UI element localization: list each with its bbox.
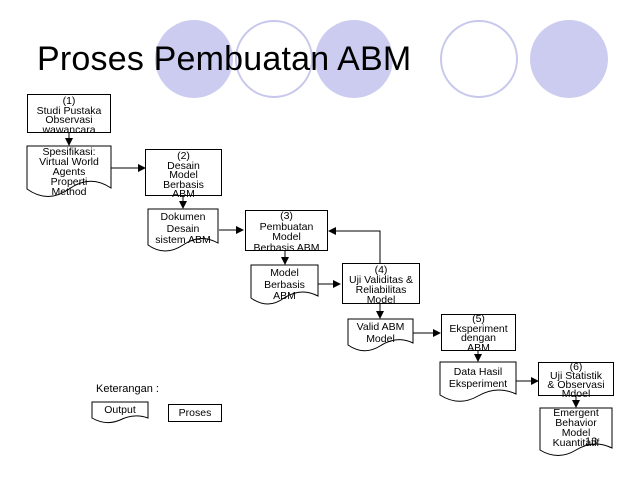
node-emergent-behavior: Emergent Behavior Model Kuantitatif [552,407,600,449]
node-uji-statistik: (6) Uji Statistik & Observasi Mdoel [538,362,614,399]
doc-shape-data [439,361,517,402]
node-valid-abm: Valid ABM Model [356,321,405,345]
doc-shape-valid [347,318,414,352]
doc-shape-spec [26,145,112,197]
decor-circle-5 [530,20,608,98]
legend-process-box: Proses [168,404,222,422]
decor-circle-2 [235,20,313,98]
node-spesifikasi: Spesifikasi: Virtual World Agents Proper… [39,146,99,198]
legend-heading: Keterangan : [96,383,159,395]
legend-output-shape [91,401,149,424]
node-dokumen-desain: Dokumen Desain sistem ABM [155,211,211,246]
node-studi-pustaka: (1) Studi Pustaka Observasi wawancara [27,94,111,135]
decor-circle-1 [155,20,233,98]
doc-shape-model [250,264,319,305]
doc-shape-emergent [539,407,613,456]
doc-shape-dok [147,208,219,252]
page-title: Proses Pembuatan ABM [37,40,412,78]
node-desain-model: (2) Desain Model Berbasis ABM [145,149,222,199]
decor-circle-3 [315,20,393,98]
page-number: 13 [585,436,598,448]
decor-circle-4 [440,20,518,98]
node-pembuatan-model: (3) Pembuatan Model Berbasis ABM [245,210,328,253]
legend-output-label: Output [104,404,136,416]
node-model-berbasis: Model Berbasis ABM [264,267,305,302]
node-eksperiment: (5) Eksperiment dengan ABM [441,314,516,353]
node-uji-validitas: (4) Uji Validitas & Reliabilitas Model [342,263,420,305]
node-data-hasil: Data Hasil Eksperiment [448,366,508,390]
